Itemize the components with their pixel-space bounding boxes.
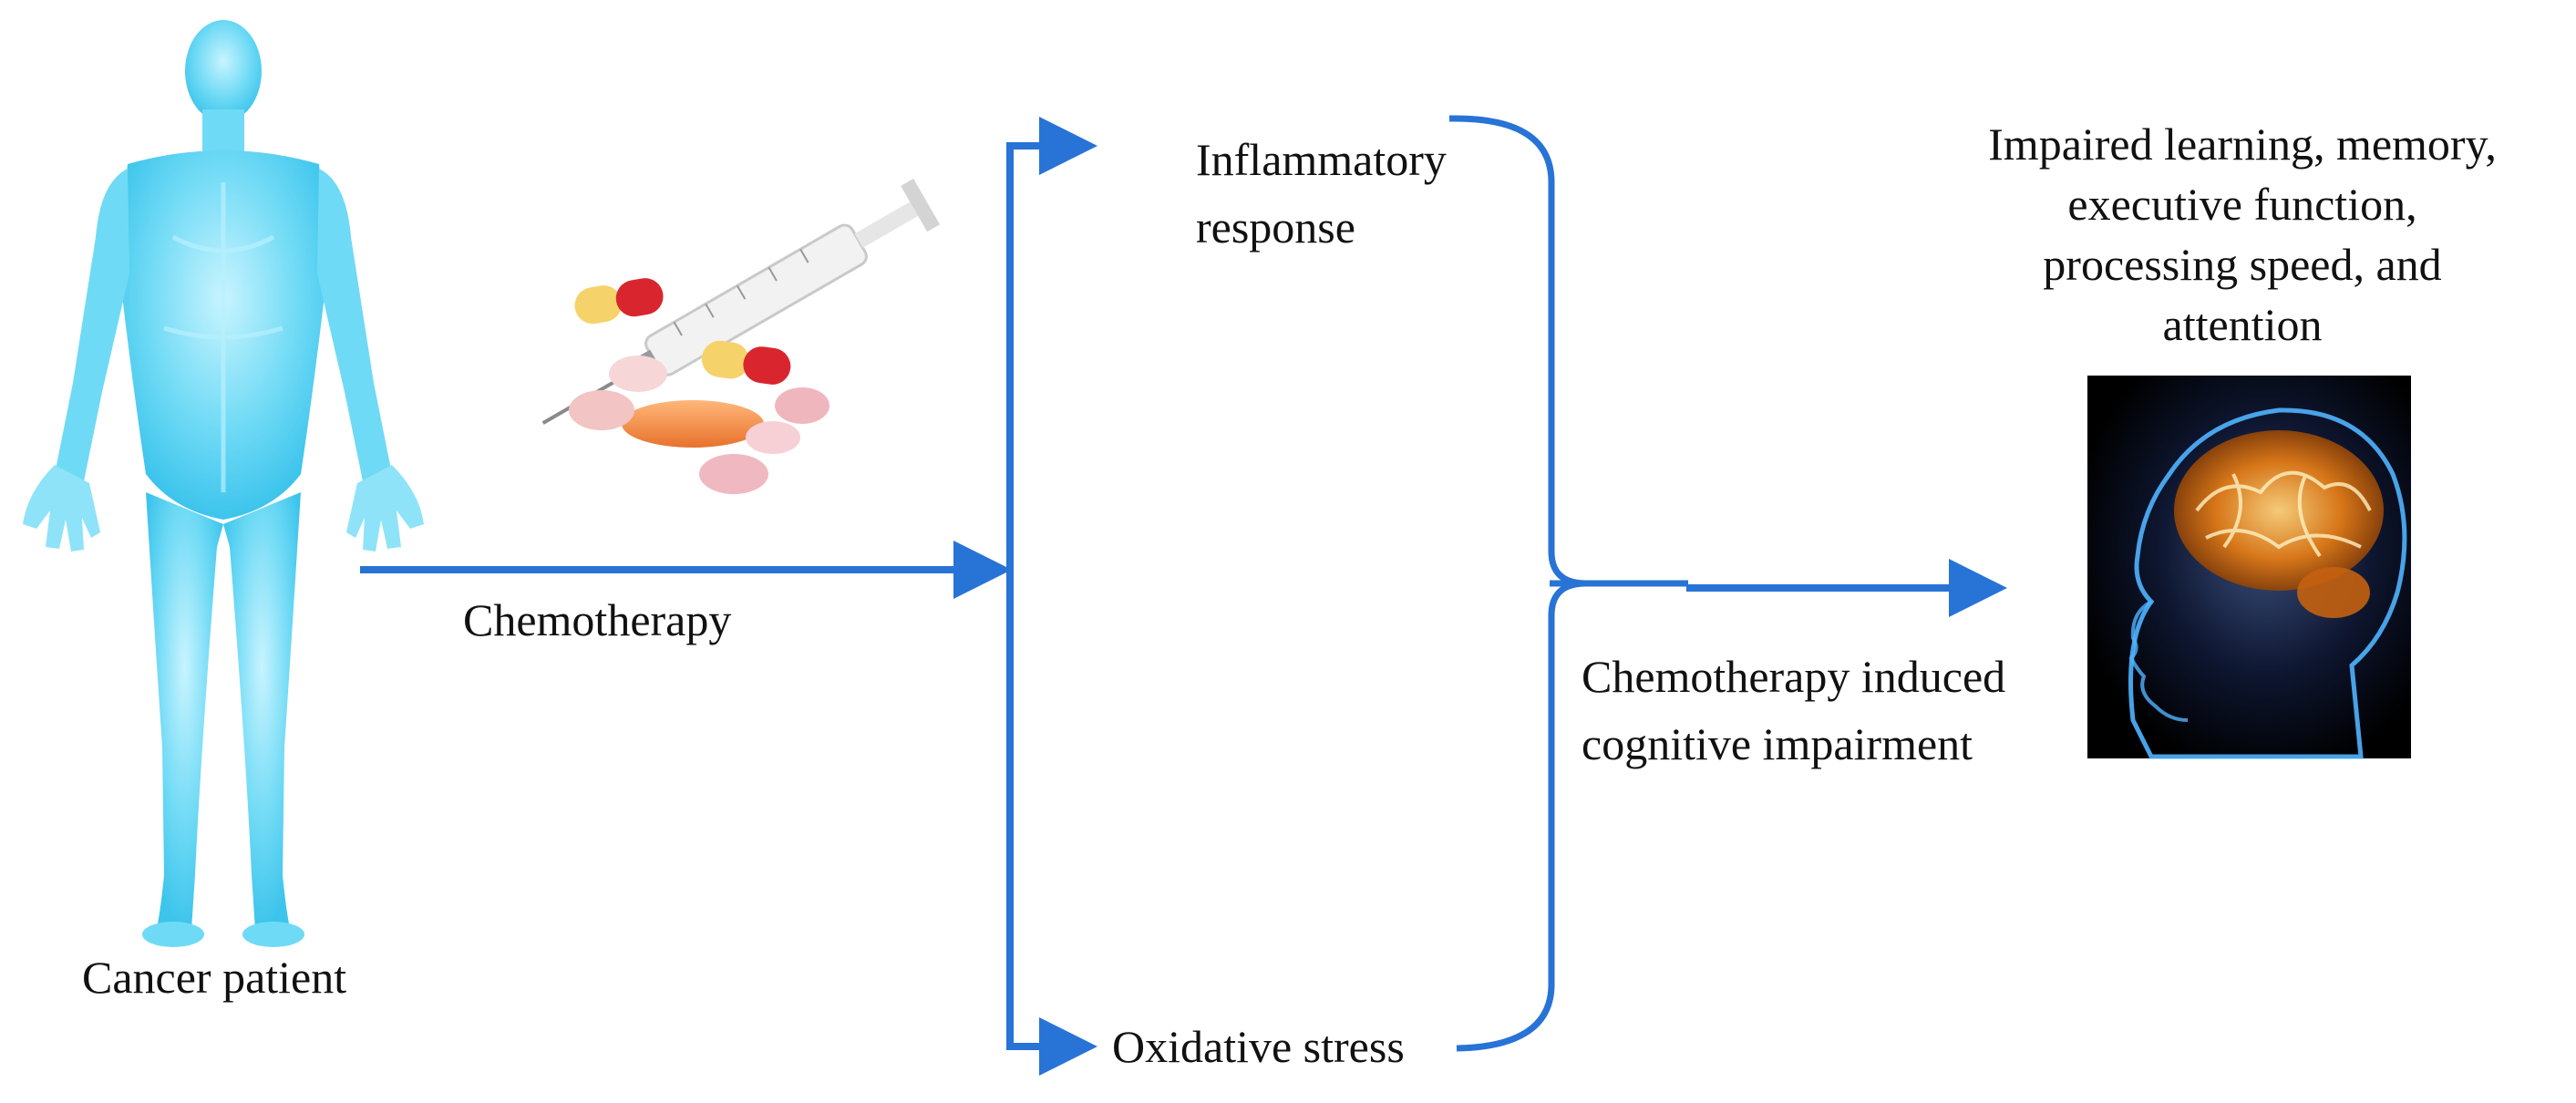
oxidative-stress-label: Oxidative stress	[1112, 1021, 1405, 1072]
brain-head-icon	[2087, 376, 2411, 759]
outcome-label: Impaired learning, memory, executive fun…	[1988, 119, 2497, 350]
human-body-icon	[23, 20, 424, 947]
patient-label: Cancer patient	[82, 952, 347, 1003]
pills-syringe-icon	[541, 179, 941, 494]
brace-merge	[1448, 115, 1688, 1052]
cici-label: Chemotherapy induced cognitive impairmen…	[1582, 651, 2006, 769]
chemotherapy-label: Chemotherapy	[463, 594, 732, 645]
inflammatory-response-label: Inflammatory response	[1196, 134, 1447, 253]
